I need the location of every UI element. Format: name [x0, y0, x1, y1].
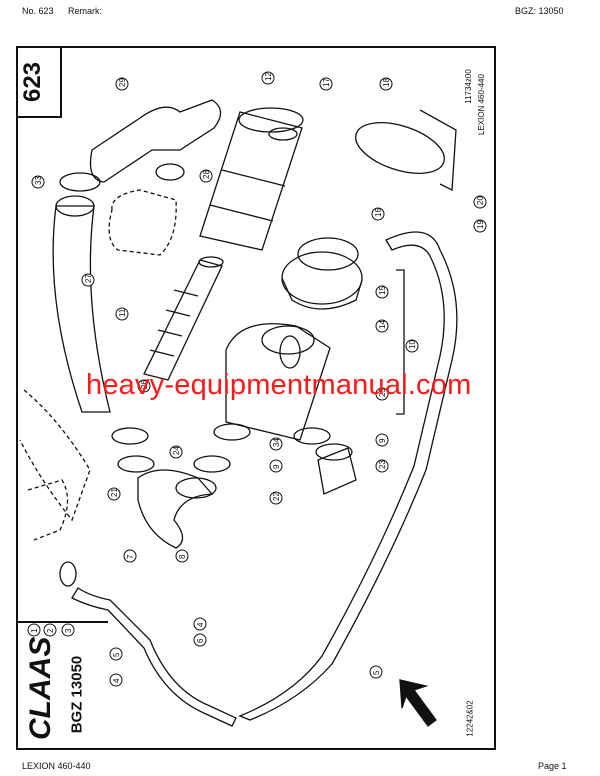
footer-model: LEXION 460-440	[22, 761, 91, 771]
svg-text:3: 3	[64, 628, 73, 633]
pipe-27	[52, 205, 111, 413]
svg-text:7: 7	[126, 554, 135, 559]
svg-text:12: 12	[264, 72, 273, 81]
svg-text:29: 29	[118, 78, 127, 87]
doc-number: No. 623	[22, 6, 54, 16]
svg-text:2: 2	[46, 628, 55, 633]
svg-text:11: 11	[118, 308, 127, 317]
cap-14	[281, 251, 363, 305]
svg-text:19: 19	[476, 220, 485, 229]
band-clamp-18	[355, 122, 445, 174]
page-number-box	[16, 46, 62, 118]
small-hose	[71, 587, 237, 727]
watermark-link[interactable]: heavy-equipmentmanual.com	[86, 369, 472, 401]
page-indicator: Page 1	[538, 761, 567, 771]
svg-text:26: 26	[140, 380, 149, 389]
hose-5	[238, 231, 458, 721]
svg-text:5: 5	[112, 652, 121, 657]
title-divider	[16, 621, 108, 623]
drawing-frame	[16, 46, 496, 750]
claas-logo: CLAAS	[24, 637, 57, 740]
svg-text:34: 34	[272, 438, 281, 447]
svg-text:16: 16	[374, 208, 383, 217]
hose-23	[317, 447, 357, 495]
housing-25	[225, 323, 331, 441]
svg-text:9: 9	[378, 438, 387, 443]
svg-text:1: 1	[30, 628, 39, 633]
bgz-number: BGZ: 13050	[515, 6, 564, 16]
svg-text:9: 9	[272, 464, 281, 469]
clamp-33	[59, 172, 101, 192]
hose-29	[89, 99, 222, 183]
svg-text:28: 28	[202, 170, 211, 179]
svg-text:24: 24	[172, 446, 181, 455]
svg-text:10: 10	[408, 340, 417, 349]
svg-text:8: 8	[178, 554, 187, 559]
svg-text:4: 4	[196, 622, 205, 627]
svg-text:4: 4	[112, 678, 121, 683]
svg-text:20: 20	[476, 196, 485, 205]
svg-text:CLAAS: CLAAS	[24, 637, 57, 740]
clamp-28	[155, 163, 185, 181]
direction-arrow	[399, 679, 437, 727]
filter-element-11	[143, 259, 223, 381]
air-filter-12	[199, 111, 303, 251]
elbow-8	[137, 469, 214, 549]
svg-text:27: 27	[84, 274, 93, 283]
svg-text:25: 25	[378, 388, 387, 397]
svg-text:5: 5	[372, 670, 381, 675]
svg-text:18: 18	[382, 78, 391, 87]
svg-text:22: 22	[272, 492, 281, 501]
remark-label: Remark:	[68, 6, 103, 16]
svg-text:33: 33	[34, 176, 43, 185]
svg-text:23: 23	[378, 460, 387, 469]
svg-text:14: 14	[378, 320, 387, 329]
callout-labels: 29 12 17 18 33 28 20 19 16 27 15 11 14 1…	[27, 71, 487, 687]
svg-text:21: 21	[110, 488, 119, 497]
svg-text:15: 15	[378, 286, 387, 295]
svg-text:17: 17	[322, 78, 331, 87]
svg-text:6: 6	[196, 638, 205, 643]
